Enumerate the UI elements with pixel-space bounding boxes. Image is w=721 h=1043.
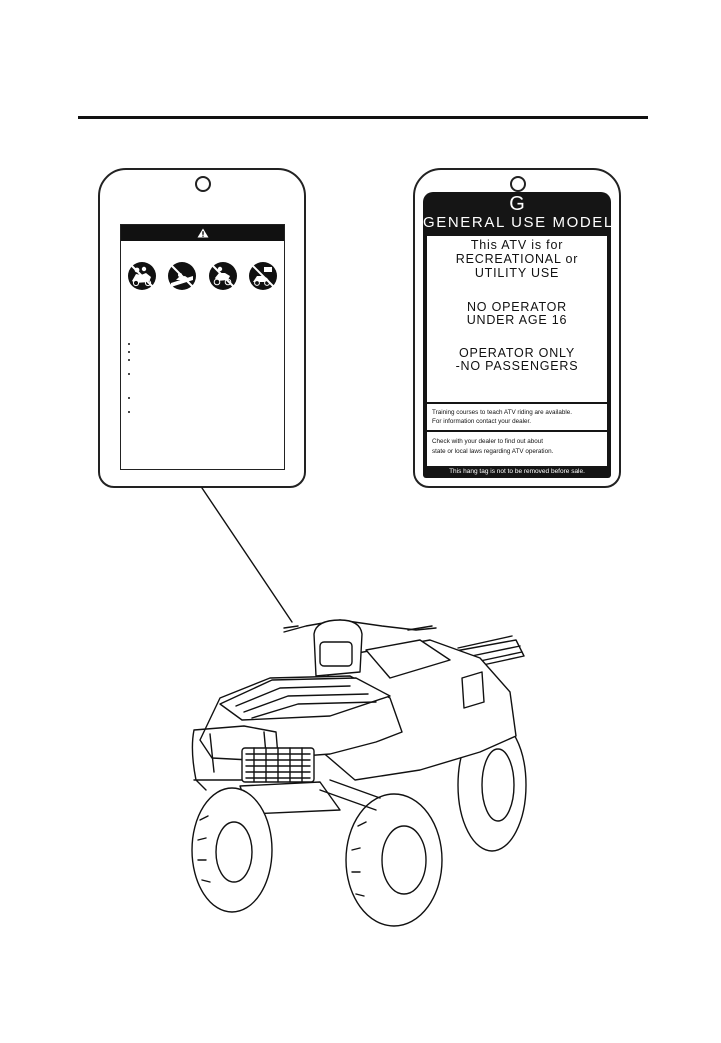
bullet-dot bbox=[128, 373, 130, 375]
prohibition-icons bbox=[121, 261, 284, 291]
no-carrying-passenger-icon bbox=[128, 262, 156, 290]
bullet-dot bbox=[128, 351, 130, 353]
training-line-1: Training courses to teach ATV riding are… bbox=[432, 409, 573, 416]
laws-line-1: Check with your dealer to find out about bbox=[432, 438, 543, 445]
passenger-line-1: OPERATOR ONLY bbox=[459, 346, 575, 360]
no-riding-on-public-roads-icon bbox=[248, 262, 277, 290]
use-line-1: This ATV is for bbox=[470, 238, 564, 252]
general-use-hang-tag: G GENERAL USE MODEL This ATV is for RECR… bbox=[413, 168, 621, 488]
no-riding-under-age-icon bbox=[208, 262, 237, 290]
age-line-1: NO OPERATOR bbox=[466, 300, 568, 314]
leader-line bbox=[201, 487, 293, 623]
model-heading: GENERAL USE MODEL bbox=[423, 214, 614, 231]
general-use-panel: G GENERAL USE MODEL This ATV is for RECR… bbox=[423, 192, 614, 478]
passenger-line-2: -NO PASSENGERS bbox=[455, 359, 579, 373]
use-line-2: RECREATIONAL or bbox=[455, 252, 579, 266]
bullet-dot bbox=[128, 359, 130, 361]
section-divider bbox=[427, 402, 607, 404]
atv-illustration bbox=[191, 487, 527, 927]
warning-header bbox=[121, 225, 284, 241]
tag-footer: This hang tag is not to be removed befor… bbox=[449, 468, 585, 475]
tag-body: This ATV is for RECREATIONAL or UTILITY … bbox=[427, 236, 607, 466]
warning-panel bbox=[120, 224, 285, 470]
no-riding-on-pavement-icon bbox=[168, 262, 197, 290]
warning-triangle-icon bbox=[197, 228, 208, 238]
bullet-dot bbox=[128, 411, 130, 413]
hang-hole bbox=[195, 176, 211, 192]
bullet-dot bbox=[128, 343, 130, 345]
age-line-2: UNDER AGE 16 bbox=[466, 313, 568, 327]
section-divider bbox=[427, 430, 607, 432]
training-line-2: For information contact your dealer. bbox=[432, 418, 532, 425]
header-rule bbox=[78, 116, 648, 119]
laws-line-2: state or local laws regarding ATV operat… bbox=[432, 448, 554, 455]
use-line-3: UTILITY USE bbox=[474, 266, 560, 280]
category-letter: G bbox=[509, 193, 525, 215]
bullet-dot bbox=[128, 397, 130, 399]
warning-hang-tag bbox=[98, 168, 306, 488]
hang-hole bbox=[510, 176, 526, 192]
